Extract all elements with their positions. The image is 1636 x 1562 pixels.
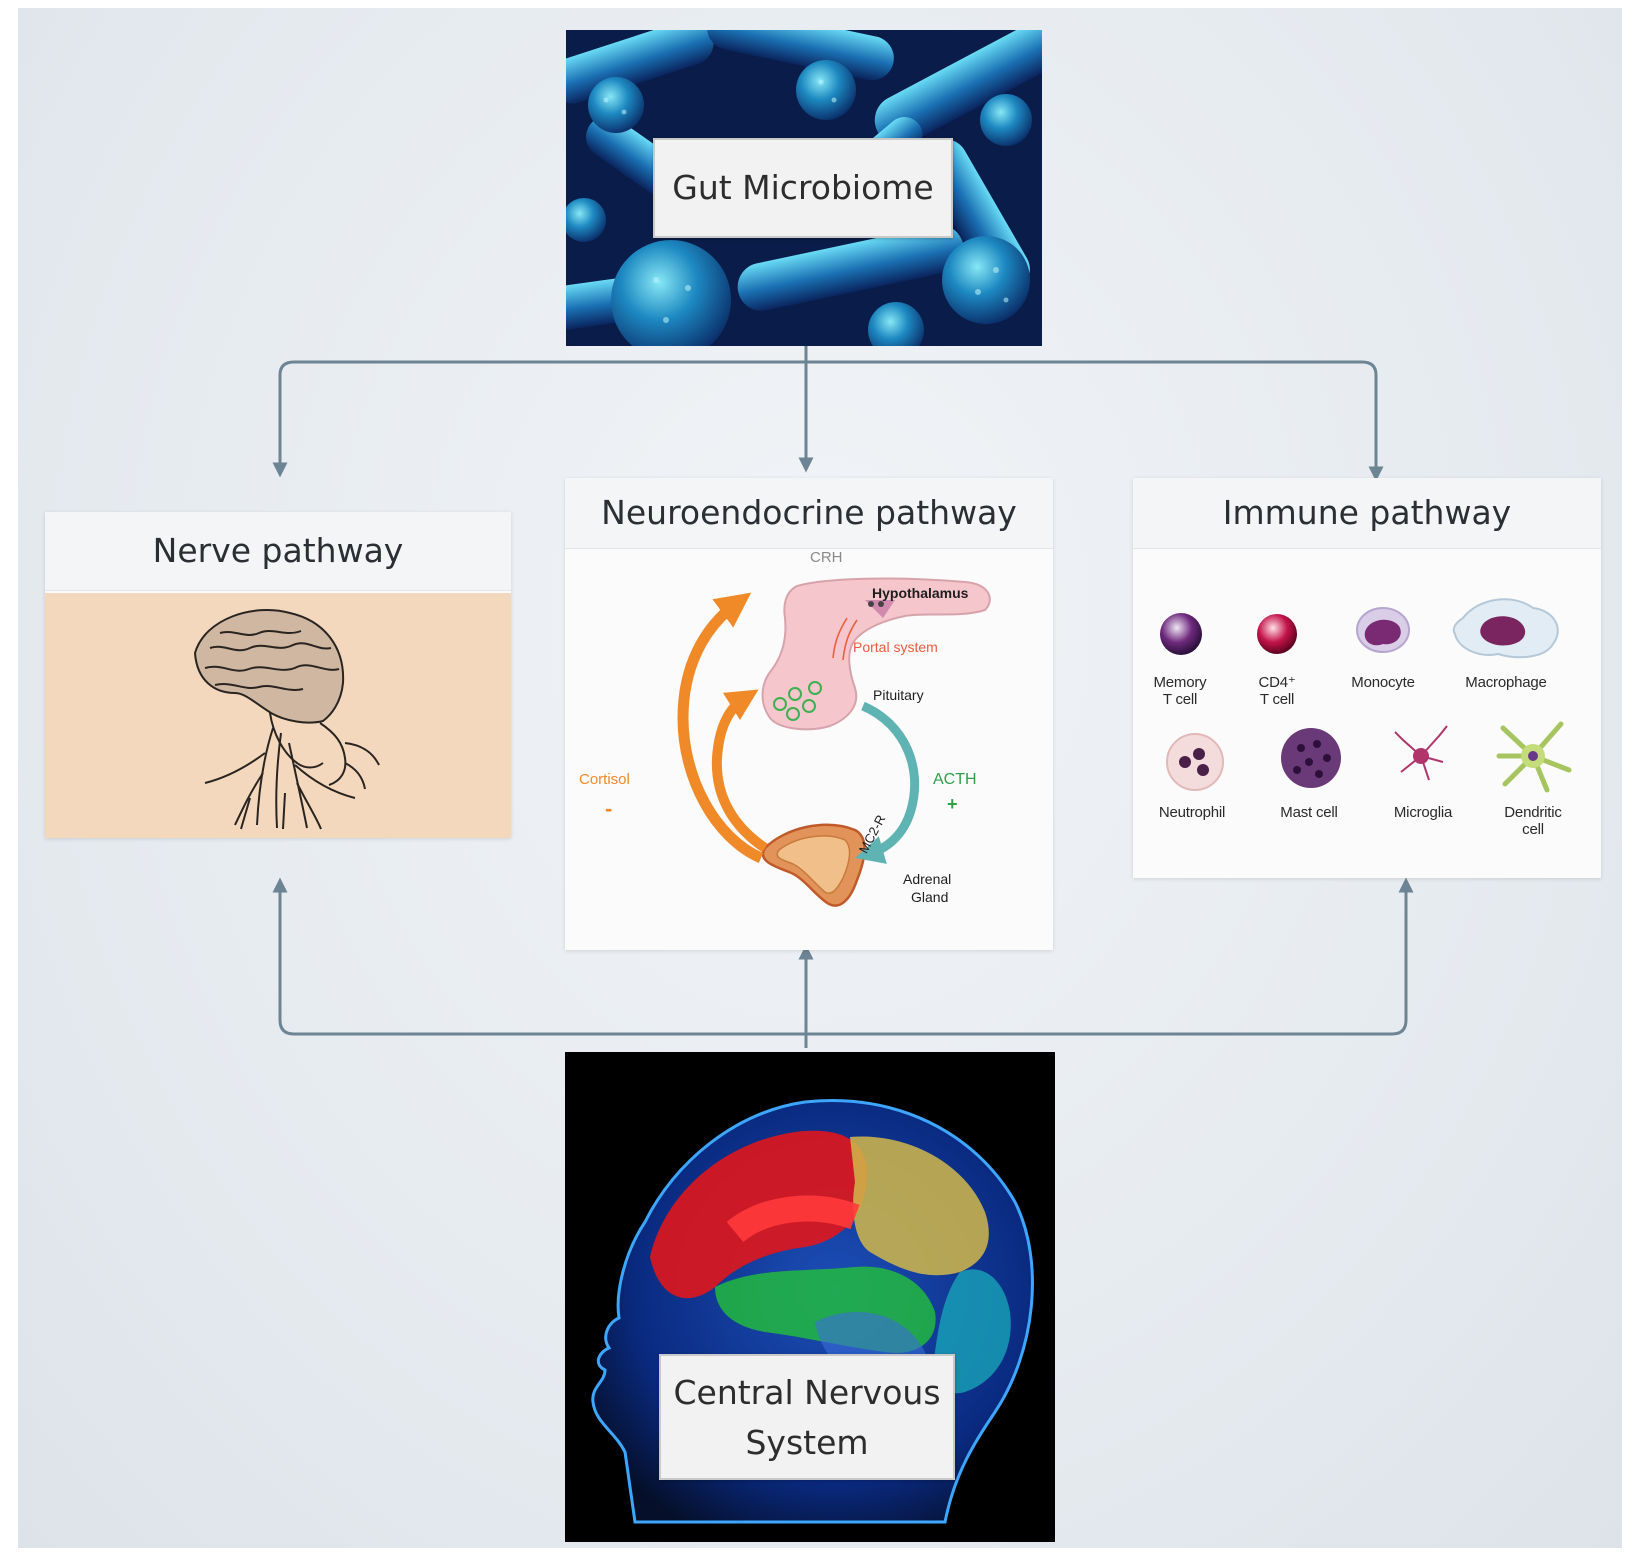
immune-cells-illustration [1160,598,1572,793]
pituitary-label: Pituitary [873,687,924,703]
adrenal-label-line1: Adrenal [903,871,951,887]
neuroendocrine-pathway-title: Neuroendocrine pathway [565,478,1053,549]
connector-top-bar [278,360,1378,470]
mast-cell-icon [1281,728,1341,788]
acth-arrow [855,701,920,864]
nerve-illustration-area [45,593,511,838]
cell-label-macrophage: Macrophage [1465,674,1547,691]
cns-label-line1: Central Nervous [673,1373,941,1412]
acth-label: ACTH [933,771,977,788]
cns-label-line2: System [745,1423,869,1462]
cell-label-microglia: Microglia [1393,804,1453,821]
microglia-icon [1394,725,1448,781]
gut-microbiome-label: Gut Microbiome [653,138,953,238]
nerve-pathway-title: Nerve pathway [45,512,511,591]
macrophage-icon [1452,598,1559,659]
hpa-axis-diagram: CRH Hypothalamus Portal system Pituitary… [579,549,991,907]
nerve-pathway-panel: Nerve pathway [45,512,511,838]
connector-bottom-bar [278,890,1408,1036]
cortisol-sign: - [605,796,612,821]
dendritic-cell-icon [1496,721,1572,793]
crh-label: CRH [810,549,843,566]
cortisol-label: Cortisol [579,771,630,788]
neuroendocrine-pathway-panel: Neuroendocrine pathway [565,478,1053,950]
immune-pathway-panel: Immune pathway [1133,478,1601,878]
cns-label: Central Nervous System [659,1354,955,1480]
cd4-t-cell-icon [1257,614,1297,654]
immune-pathway-title: Immune pathway [1133,478,1601,549]
head-nerve-drawing [193,609,380,830]
acth-sign: + [947,794,958,814]
cell-label-mast: Mast cell [1280,804,1338,821]
cell-label-neutrophil: Neutrophil [1158,804,1226,821]
cortisol-arrow-outer [677,592,764,864]
hypothalamus-label: Hypothalamus [872,585,969,601]
cell-label-monocyte: Monocyte [1351,674,1415,691]
pituitary-cells [773,681,822,721]
cortisol-arrow-inner [711,689,768,853]
monocyte-icon [1356,607,1410,653]
cell-label-cd4-t: CD4⁺T cell [1258,674,1296,708]
adrenal-label-line2: Gland [911,889,948,905]
memory-t-cell-icon [1160,613,1202,655]
parietal-lobe [850,1136,989,1276]
portal-system-label: Portal system [853,639,938,655]
neutrophil-icon [1166,733,1224,791]
